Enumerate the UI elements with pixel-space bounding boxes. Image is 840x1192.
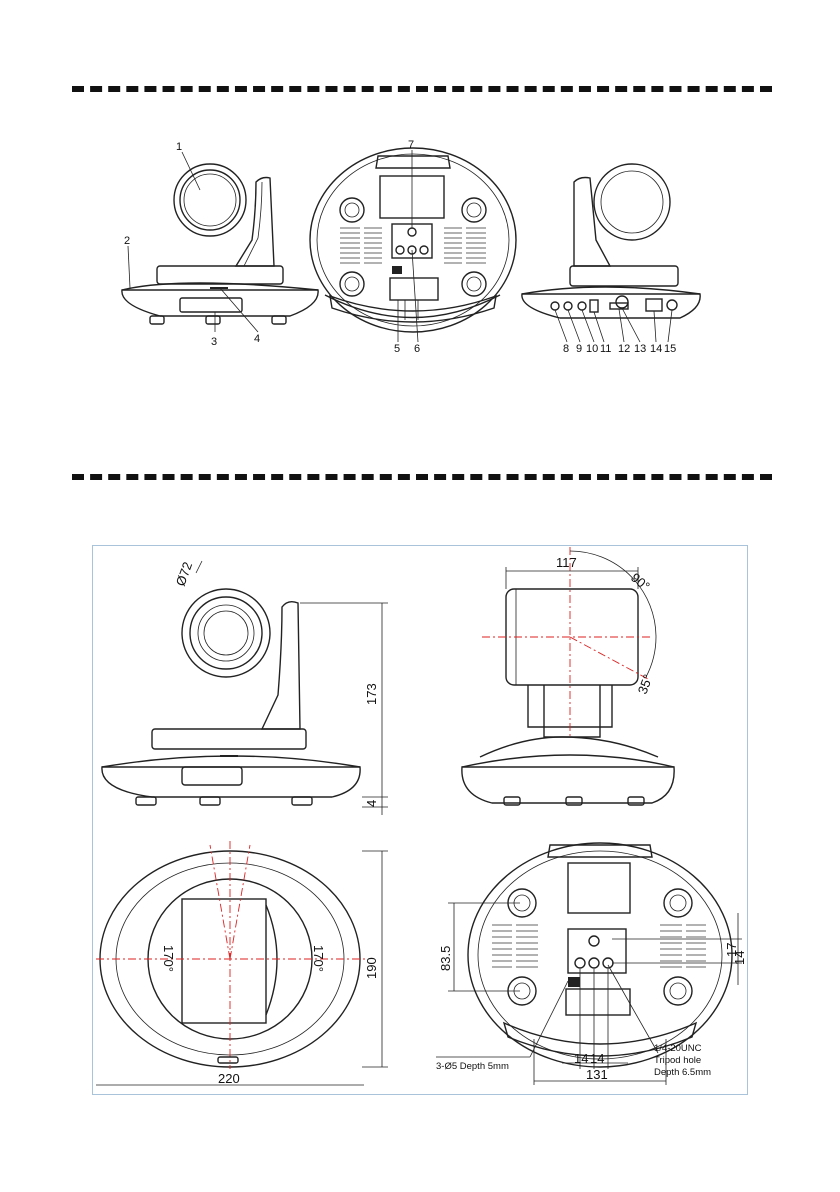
callout-1: 1: [176, 141, 182, 153]
callout-5: 5: [394, 343, 400, 355]
callout-7: 7: [408, 139, 414, 151]
dim-height: 173: [364, 683, 379, 705]
dim-foot: 4: [364, 800, 379, 807]
section-divider-top: [72, 86, 772, 92]
note-tripod-line1: 1/4-20UNC: [654, 1043, 702, 1054]
callout-13: 13: [634, 343, 646, 355]
dim-top-view: [96, 841, 388, 1085]
front-view: [122, 164, 318, 324]
dim-hole-gap-a: 14: [574, 1051, 588, 1066]
callout-2: 2: [124, 235, 130, 247]
dim-width: 220: [218, 1071, 240, 1086]
dim-tilt-up: 90°: [628, 570, 653, 594]
dimension-drawing: Ø72 173 4 117 90° 35°: [92, 545, 748, 1095]
dim-depth: 117: [556, 555, 577, 570]
dim-base-depth: 190: [364, 957, 379, 979]
bottom-view: [310, 148, 516, 332]
callout-15: 15: [664, 343, 676, 355]
callout-10: 10: [586, 343, 598, 355]
dim-pan-right: 170°: [311, 945, 326, 972]
dim-diameter: Ø72: [173, 560, 196, 588]
callout-6: 6: [414, 343, 420, 355]
dim-bottom-width: 131: [586, 1067, 608, 1082]
note-tripod-line3: Depth 6.5mm: [654, 1067, 711, 1078]
callout-14: 14: [650, 343, 662, 355]
callout-9: 9: [576, 343, 582, 355]
callout-8: 8: [563, 343, 569, 355]
note-tripod-line2: Tripod hole: [654, 1055, 701, 1066]
dim-pan-left: 170°: [161, 945, 176, 972]
callout-4: 4: [254, 333, 260, 345]
callout-12: 12: [618, 343, 630, 355]
dim-hole-span: 83.5: [438, 946, 453, 971]
section-divider-middle: [72, 474, 772, 480]
dim-hole-gap-b: 14: [590, 1051, 604, 1066]
product-views-figure: 1 2 3 4 5 6 7 8 9 10 11 12 13 14 15: [0, 120, 840, 380]
callout-11: 11: [600, 343, 611, 355]
callout-3: 3: [211, 336, 217, 348]
note-screw-holes: 3-Ø5 Depth 5mm: [436, 1061, 509, 1072]
dim-front-view: [102, 561, 388, 815]
dim-offset-b: 14: [732, 951, 747, 965]
rear-view: [522, 164, 700, 318]
